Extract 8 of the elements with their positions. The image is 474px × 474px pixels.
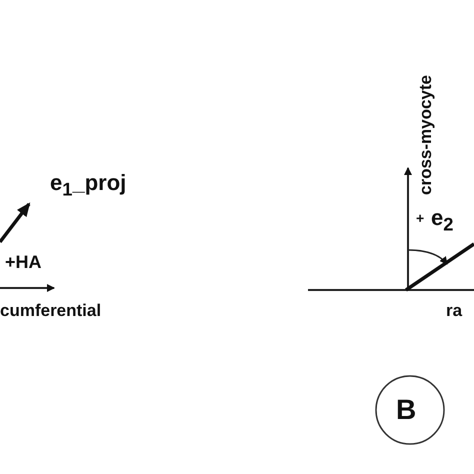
vector-label: e$_{2}$ xyxy=(431,207,454,234)
axis-label: cross-myocyte xyxy=(417,74,434,195)
axis-label: cumferential xyxy=(0,302,102,319)
panel-label: B xyxy=(396,396,416,424)
axis-label: ra xyxy=(446,302,462,319)
angle-label: +HA xyxy=(5,253,42,271)
vector-label: e$_{1}$_proj xyxy=(50,172,126,199)
sign-label: + xyxy=(416,211,424,225)
